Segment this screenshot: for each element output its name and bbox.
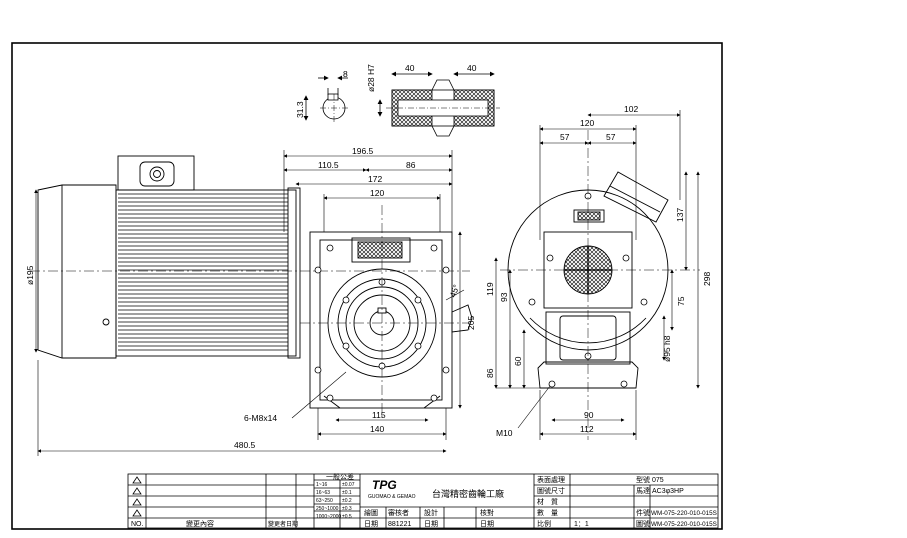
dim-480-5: 480.5 <box>234 440 256 450</box>
bolt-hole <box>326 244 334 252</box>
size-label: 型號 <box>636 475 650 484</box>
dim-86-side: 86 <box>485 368 495 378</box>
dim-60: 60 <box>513 356 523 366</box>
dim-95-h8: ø95 h8 <box>662 335 672 362</box>
title-block <box>127 473 719 529</box>
bolt-hole <box>442 366 450 374</box>
side-dimension-lines <box>494 110 700 440</box>
dim-45deg: 45° <box>447 283 461 299</box>
hub-section-detail <box>377 71 500 137</box>
company-name: 台灣精密齒輪工廠 <box>432 488 504 499</box>
dim-137: 137 <box>675 208 685 222</box>
dim-298: 298 <box>702 272 712 286</box>
hub-left-label: 40 <box>405 63 415 73</box>
size-marking-label: 圖號尺寸 <box>537 486 565 495</box>
dim-57-right: 57 <box>606 132 616 142</box>
motor-body <box>37 155 301 359</box>
bolt-hole <box>314 366 322 374</box>
date-label: 日期 <box>364 520 378 528</box>
motor-label: 馬達 <box>636 486 650 495</box>
shaft-key-detail <box>303 75 348 122</box>
dim-119: 119 <box>485 282 495 296</box>
key-height-label: 31.3 <box>295 101 305 118</box>
size-value: 075 <box>652 477 664 484</box>
motor-cooling-fins <box>118 193 288 351</box>
dim-172: 172 <box>368 174 382 184</box>
tolerance-value: ±0.1 <box>342 490 352 496</box>
tolerance-value: ±0.07 <box>342 482 355 488</box>
dim-102: 102 <box>624 104 638 114</box>
bolt-hole <box>314 266 322 274</box>
quantity-label: 數 量 <box>537 508 558 517</box>
dim-75: 75 <box>676 296 686 306</box>
key-width-label: 8 <box>343 69 348 79</box>
scale-value: 1：1 <box>574 521 589 528</box>
bolt-hole <box>414 342 422 350</box>
brand-logo: TPG <box>372 478 397 492</box>
date3-label: 日期 <box>480 520 494 528</box>
dim-90: 90 <box>584 410 594 420</box>
tolerance-value: ±0.3 <box>342 506 352 512</box>
dim-93: 93 <box>499 292 509 302</box>
tolerance-value: ±0.2 <box>342 498 352 504</box>
dim-140: 140 <box>370 424 384 434</box>
gearbox-bolt-holes <box>314 244 450 402</box>
part-value: WM-075-220-010-015S <box>651 510 717 517</box>
dim-195: ø195 <box>25 265 35 285</box>
tolerance-range: 1~16 <box>316 482 327 488</box>
hub-right-label: 40 <box>467 63 477 73</box>
material-label: 材 質 <box>537 497 558 506</box>
dim-205: 205 <box>466 316 476 330</box>
dim-115: 115 <box>372 410 386 420</box>
drafter-label: 繪圖 <box>364 508 378 517</box>
design-label: 設計 <box>424 508 438 517</box>
tolerance-header: 一般公差 <box>326 472 354 481</box>
bolt-hole <box>442 266 450 274</box>
bolt-hole <box>414 296 422 304</box>
no-label: NO. <box>131 521 144 528</box>
front-dimension-lines <box>34 150 465 456</box>
dim-196-5: 196.5 <box>352 146 374 156</box>
dim-86-top: 86 <box>406 160 416 170</box>
check-label: 核對 <box>480 508 494 517</box>
dim-110-5: 110.5 <box>318 160 339 170</box>
surface-label: 表面處理 <box>537 475 565 484</box>
drawing-no-label: 圖號 <box>636 519 650 528</box>
bolt-hole <box>342 296 350 304</box>
change-content-label: 變更內容 <box>186 519 214 528</box>
scale-label: 比例 <box>537 519 551 528</box>
approver-label: 審核者 <box>388 508 409 517</box>
bolt-hole <box>430 394 438 402</box>
revision-triangles <box>132 476 142 517</box>
bolt-hole <box>430 244 438 252</box>
dim-57-left: 57 <box>560 132 570 142</box>
tolerance-range: 16~63 <box>316 490 330 496</box>
side-bolt-holes <box>528 192 648 388</box>
dim-120-side: 120 <box>580 118 594 128</box>
shaft-dia-label: ø28 H7 <box>366 64 376 92</box>
date-value: 881221 <box>388 521 411 528</box>
dim-120-front: 120 <box>370 188 384 198</box>
brand-subtitle: GUOMAO & GEMAO <box>368 494 416 500</box>
tolerance-range: 63~250 <box>316 498 333 504</box>
tolerance-range: 250~1000 <box>316 506 339 512</box>
drawing-frame <box>11 42 723 530</box>
tolerance-range: 1000~2000 <box>316 514 341 520</box>
tolerance-table: 1~16 ±0.07 16~63 ±0.1 63~250 ±0.2250~1000±0.3… <box>316 482 355 520</box>
motor-value: AC3φ3HP <box>652 488 684 495</box>
bolt-hole <box>326 394 334 402</box>
bolt-hole <box>342 342 350 350</box>
date2-label: 日期 <box>424 520 438 528</box>
dim-m10: M10 <box>496 428 513 438</box>
drawing-no-value: WM-075-220-010-015S <box>651 521 717 528</box>
change-date-label: 變更者日期 <box>268 520 298 528</box>
bolt-callout: 6-M8x14 <box>244 413 277 423</box>
dim-112: 112 <box>580 424 594 434</box>
tolerance-value: ±0.5 <box>342 514 352 520</box>
part-label: 件號 <box>636 508 650 517</box>
